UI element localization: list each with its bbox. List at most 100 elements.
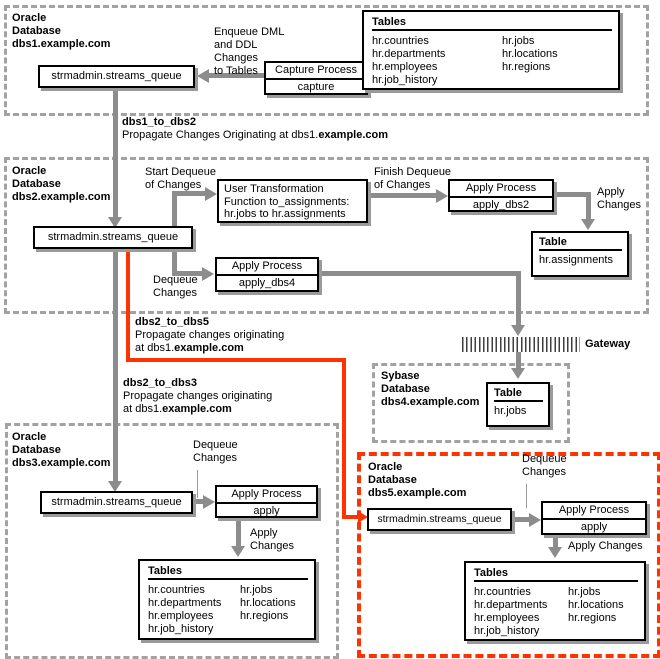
dbs3-tables-col2: hr.jobs hr.locations hr.regions — [240, 584, 296, 636]
dbs5-tables-col2: hr.jobs hr.locations hr.regions — [568, 586, 624, 638]
dbs3-dequeue-pointer-line — [197, 470, 198, 498]
dbs2-streams-queue-label: strmadmin.streams_queue — [47, 231, 179, 243]
gateway-to-dbs4-head — [511, 368, 525, 379]
propagation-desc: Propagate changes originating — [135, 329, 285, 341]
table-name: hr.locations — [240, 597, 296, 609]
dbs4-table-box: Table hr.jobs — [486, 382, 550, 427]
apply-process-dbs2-name: apply_dbs2 — [472, 199, 530, 211]
applydbs2-elbow-head — [581, 219, 595, 230]
apply-process-dbs3-name: apply — [253, 505, 280, 517]
arrow-dbs5-queue-to-apply-head — [529, 513, 541, 527]
dbs4-table-header: Table — [494, 387, 522, 399]
dbs5-dequeue-label: Dequeue Changes — [522, 453, 567, 478]
dbs1-streams-queue-box: strmadmin.streams_queue — [38, 65, 195, 88]
arrow-capture-to-queue-head — [197, 69, 209, 83]
prop-dbs2-to-dbs3-label: dbs2_to_dbs3 Propagate changes originati… — [123, 377, 272, 416]
apply-process-dbs4-name: apply_dbs4 — [238, 277, 296, 289]
table-name: hr.locations — [568, 599, 624, 611]
apply-process-dbs2-box: Apply Process apply_dbs2 — [448, 179, 554, 212]
table-name: hr.departments — [148, 597, 222, 609]
start-dequeue-label: Start Dequeue of Changes — [145, 166, 216, 191]
arrow-dbs3-apply-to-tables-head — [231, 546, 245, 557]
arrow-transform-to-applydbs2-line — [368, 193, 438, 198]
dbs4-table-name: hr.jobs — [494, 405, 527, 417]
dbs2-queue-to-transform-head — [205, 187, 217, 201]
table-name: hr.countries — [372, 35, 429, 47]
dbs5-streams-queue-label: strmadmin.streams_queue — [377, 513, 502, 525]
dbs3-apply-changes-label: Apply Changes — [250, 527, 295, 552]
apply-process-dbs3-box: Apply Process apply — [215, 485, 318, 518]
red-route-hline1 — [126, 358, 346, 362]
dbs1-tables-col2: hr.jobs hr.locations hr.regions — [502, 35, 558, 87]
dbs3-streams-queue-box: strmadmin.streams_queue — [40, 491, 193, 514]
arrow-dbs1-to-dbs2-head — [108, 217, 122, 228]
dbs1-section — [4, 5, 649, 116]
gateway-to-dbs4-vline — [516, 352, 521, 368]
arrow-dbs3-queue-to-apply-head — [203, 495, 215, 509]
dbs5-tables-col1: hr.countries hr.departments hr.employees… — [474, 586, 568, 638]
prop-dbs2-to-dbs5-label: dbs2_to_dbs5 Propagate changes originati… — [135, 316, 284, 355]
table-name: hr.job_history — [474, 625, 540, 637]
dbs1-tables-rule — [372, 29, 612, 31]
dbs5-tables-header: Tables — [474, 567, 509, 579]
dbs2-queue-to-applydbs4-head — [202, 267, 214, 281]
dbs5-streams-queue-box: strmadmin.streams_queue — [367, 508, 512, 531]
assignments-table-name: hr.assignments — [539, 254, 613, 266]
dbs5-dequeue-pointer-line — [526, 484, 527, 508]
gateway-hash-marks — [462, 337, 580, 352]
dbs1-tables-box: Tables hr.countries hr.departments hr.em… — [362, 10, 620, 90]
table-name: hr.countries — [148, 584, 205, 596]
red-route-vline1 — [126, 249, 130, 361]
prop-dbs1-to-dbs2-label: dbs1_to_dbs2 Propagate Changes Originati… — [122, 116, 388, 142]
dbs4-table-rule — [494, 400, 543, 402]
dbs1-tables-header: Tables — [372, 16, 407, 28]
red-route-head — [358, 511, 368, 523]
apply-process-dbs5-header: Apply Process — [543, 503, 645, 520]
dbs3-tables-box: Tables hr.countries hr.departments hr.em… — [138, 559, 316, 640]
dbs5-apply-changes-label: Apply Changes — [568, 540, 643, 552]
propagation-desc: Propagate Changes Originating at dbs1.ex… — [122, 129, 389, 141]
dbs3-streams-queue-label: strmadmin.streams_queue — [51, 496, 182, 508]
arrow-dbs2-to-dbs3-head — [108, 481, 122, 492]
table-name: hr.departments — [474, 599, 548, 611]
assignments-table-box: Table hr.assignments — [531, 231, 629, 277]
arrow-capture-to-queue-line — [208, 73, 264, 78]
apply-process-dbs4-header: Apply Process — [217, 259, 317, 276]
dbs3-section — [5, 423, 339, 659]
table-name: hr.jobs — [240, 584, 273, 596]
table-name: hr.employees — [372, 61, 438, 73]
applydbs4-to-gateway-hline — [319, 271, 521, 276]
arrow-dbs5-apply-to-tables-line — [553, 535, 558, 548]
arrow-dbs3-apply-to-tables-line — [236, 518, 241, 547]
user-transformation-box: User Transformation Function to_assignme… — [217, 179, 368, 223]
enqueue-changes-label: Enqueue DML and DDL Changes to Tables — [214, 26, 285, 77]
finish-dequeue-label: Finish Dequeue of Changes — [374, 166, 452, 191]
table-name: hr.job_history — [372, 74, 438, 86]
dbs2-dequeue-label: Dequeue Changes — [153, 274, 198, 299]
propagation-desc: at dbs1.example.com — [135, 342, 244, 354]
arrow-dbs3-queue-to-apply-line — [193, 499, 204, 504]
assignments-table-rule — [539, 249, 622, 251]
table-name: hr.regions — [568, 612, 617, 624]
table-name: hr.regions — [502, 61, 551, 73]
applydbs4-to-gateway-vline — [516, 271, 521, 326]
propagation-name: dbs2_to_dbs5 — [135, 316, 209, 328]
dbs5-tables-rule — [474, 580, 638, 582]
assignments-table-header: Table — [539, 236, 567, 248]
applydbs2-elbow-hline — [554, 192, 591, 197]
dbs5-title: Oracle Database dbs5.example.com — [368, 461, 467, 499]
table-name: hr.jobs — [568, 586, 601, 598]
propagation-desc: Propagate changes originating — [123, 390, 273, 402]
capture-process-header: Capture Process — [266, 63, 366, 80]
dbs5-tables-box: Tables hr.countries hr.departments hr.em… — [464, 561, 646, 641]
dbs2-queue-to-transform-line — [172, 191, 206, 196]
table-name: hr.jobs — [502, 35, 535, 47]
dbs1-tables-col1: hr.countries hr.departments hr.employees… — [372, 35, 502, 87]
dbs4-title: Sybase Database dbs4.example.com — [381, 370, 480, 408]
table-name: hr.job_history — [148, 623, 214, 635]
capture-process-name: capture — [297, 81, 335, 93]
dbs1-streams-queue-label: strmadmin.streams_queue — [51, 70, 182, 82]
dbs2-section — [4, 157, 649, 314]
dbs3-tables-col1: hr.countries hr.departments hr.employees… — [148, 584, 240, 636]
